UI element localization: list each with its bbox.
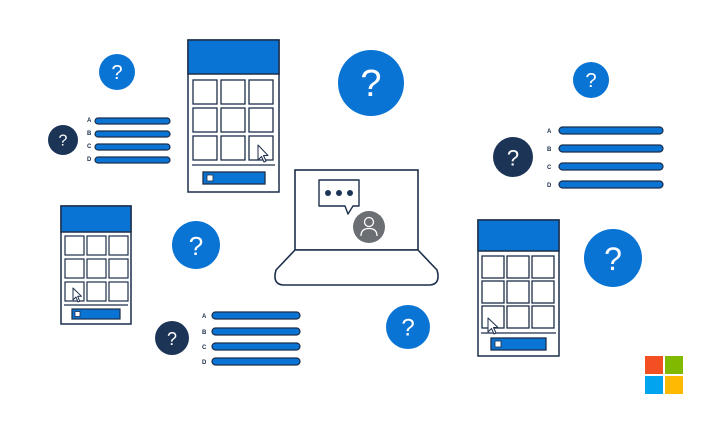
cursor-arrow-icon [257,144,269,163]
phone-mockup-2 [60,205,132,325]
logo-square-green [665,356,683,374]
question-mark-icon: ? [507,146,519,171]
windows-logo [645,356,683,394]
cursor-arrow-icon [72,287,82,303]
question-mark-icon: ? [111,62,122,84]
logo-square-yellow [665,376,683,394]
cursor-arrow-icon [487,317,499,335]
question-mark-icon: ? [604,241,622,277]
answer-options-list-3: A B C D [202,311,301,366]
option-letter: C [547,165,552,171]
question-circle-small-2: ? [573,62,609,98]
answer-options-list-1: A B C D [87,117,171,164]
question-circle-small-1: ? [99,54,135,90]
question-mark-icon: ? [189,231,203,261]
phone-button [490,337,547,351]
option-letter: C [202,345,207,351]
option-letter: C [87,144,92,150]
logo-square-red [645,356,663,374]
phone-button [202,171,266,185]
question-circle-medium-bottom: ? [386,305,430,349]
phone-header-bar [477,219,560,252]
question-mark-icon: ? [585,70,596,92]
phone-mockup-3 [477,219,560,357]
app-tile-grid [481,255,555,329]
option-letter: B [202,330,207,336]
option-letter: A [202,314,207,320]
answer-options-list-2: A B C D [547,126,664,189]
app-tile-grid [64,235,129,302]
option-letter: D [87,157,92,163]
question-mark-icon: ? [167,329,177,349]
option-letter: B [87,131,92,137]
question-circle-medium-left: ? [172,221,220,269]
question-mark-icon: ? [360,63,381,105]
question-circle-navy-3: ? [155,321,189,355]
person-icon [353,211,385,243]
option-letter: B [547,147,552,153]
option-letter: A [547,129,552,135]
option-letter: D [202,360,207,366]
speech-bubble-ellipsis-icon [318,179,360,215]
phone-header-bar [187,39,280,75]
question-circle-large-center: ? [338,50,404,116]
app-tile-grid [192,79,274,161]
question-circle-large-right: ? [584,229,642,287]
laptop-illustration [274,169,439,286]
laptop-base [274,249,439,286]
question-mark-icon: ? [59,133,68,150]
phone-header-bar [60,205,132,233]
option-letter: A [87,118,92,124]
option-letter: D [547,183,552,189]
phone-mockup-1 [187,39,280,193]
question-circle-navy-2: ? [493,137,533,177]
logo-square-blue [645,376,663,394]
question-mark-icon: ? [401,315,414,342]
question-circle-navy-1: ? [48,125,78,155]
phone-button [71,308,121,320]
